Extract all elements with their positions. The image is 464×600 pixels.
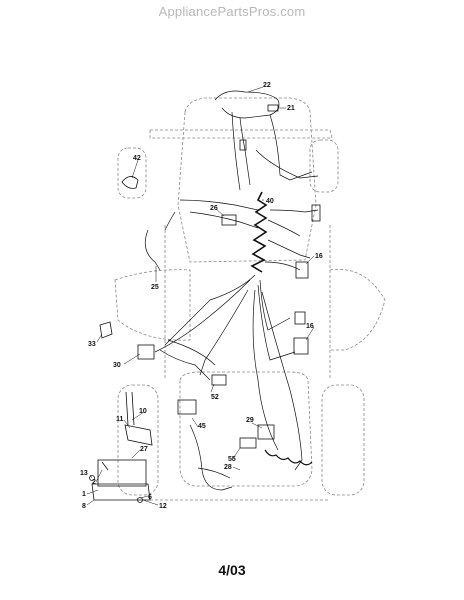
callout-40: 40: [266, 198, 274, 205]
battery: [97, 459, 147, 487]
callout-26: 26: [210, 205, 218, 212]
connector-21: [267, 104, 279, 112]
connector-28: [239, 437, 257, 449]
components: [89, 104, 321, 503]
harness-wires: [144, 90, 319, 491]
callout-11: 11: [116, 416, 124, 423]
callout-numbers: 22 21 42 40 26 16 25 16 33 30 52 10 11 4…: [80, 82, 323, 510]
frame-outline: [164, 225, 331, 380]
callout-29: 29: [246, 417, 254, 424]
watermark: AppliancePartsPros.com: [158, 4, 306, 19]
callout-30: 30: [113, 362, 121, 369]
bolt-10: [125, 391, 135, 426]
connector-front: [239, 139, 247, 151]
leader-lines: [86, 86, 315, 506]
connector-right-a: [311, 204, 321, 222]
front-left-wheel: [117, 147, 147, 199]
wire-45: [189, 424, 233, 491]
callout-45: 45: [198, 423, 206, 430]
callout-12: 12: [159, 503, 167, 510]
switch-26: [221, 214, 237, 226]
rear-left-wheel: [117, 384, 159, 496]
coil-wire: [264, 449, 313, 466]
solenoid: [177, 399, 197, 415]
callout-42: 42: [133, 155, 141, 162]
callout-8: 8: [82, 503, 86, 510]
switch-16-lower: [293, 337, 309, 355]
callout-1: 1: [82, 491, 86, 498]
coiled-loom: [250, 191, 268, 273]
bolt-13: [89, 475, 95, 481]
callout-28: 28: [224, 464, 232, 471]
switch-16-upper: [295, 261, 309, 279]
wire-ground: [164, 211, 176, 231]
bracket-11: [124, 424, 153, 446]
ignition-29: [257, 424, 275, 440]
hood-outline: [177, 97, 317, 263]
nut-12: [137, 497, 143, 503]
connector-30: [137, 344, 155, 360]
deck-outline: [114, 269, 191, 341]
tractor-outline: [114, 97, 386, 501]
callout-21: 21: [287, 105, 295, 112]
callout-33: 33: [88, 341, 96, 348]
front-right-wheel: [309, 139, 339, 193]
callout-13: 13: [80, 470, 88, 477]
callout-10: 10: [139, 408, 147, 415]
connector-right-b: [294, 311, 306, 325]
headlight-42: [121, 176, 139, 189]
relay-52: [211, 374, 227, 386]
seat-outline: [179, 371, 313, 487]
callout-6: 6: [148, 494, 152, 501]
callout-22: 22: [263, 82, 271, 89]
callout-25: 25: [151, 284, 159, 291]
callout-52: 52: [211, 394, 219, 401]
callout-55: 55: [228, 456, 236, 463]
page-code: 4/03: [218, 562, 246, 578]
front-axle-outline: [149, 129, 333, 139]
callout-27: 27: [140, 446, 148, 453]
callout-16-lower: 16: [306, 323, 314, 330]
deck-right-outline: [329, 268, 386, 351]
rear-right-wheel: [321, 384, 365, 496]
wire-25: [144, 229, 161, 271]
callout-2: 2: [92, 479, 96, 486]
cable-2: [101, 461, 109, 471]
wire-front-loop: [214, 90, 280, 119]
sensor-33: [99, 321, 113, 339]
battery-tray: [91, 483, 151, 501]
callout-16-upper: 16: [315, 253, 323, 260]
